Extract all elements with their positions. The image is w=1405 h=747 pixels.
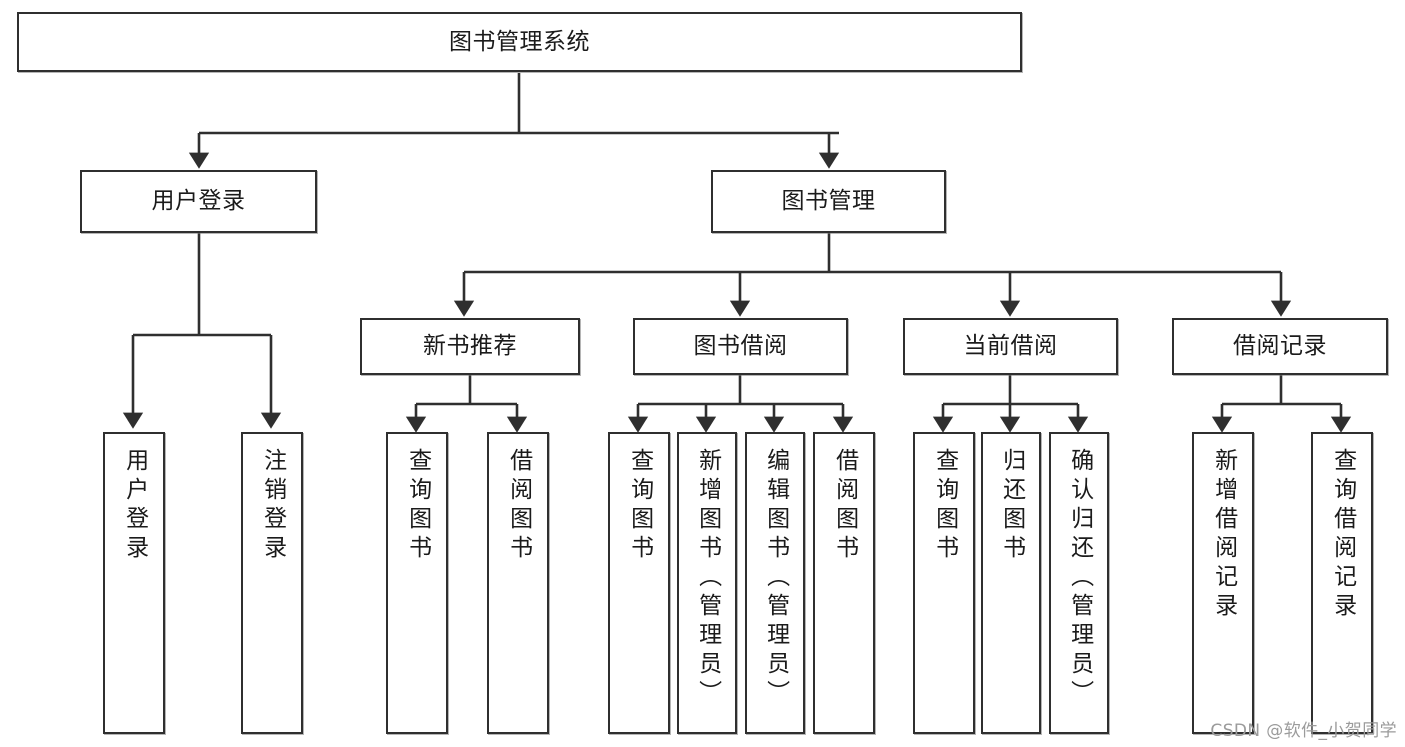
node-new-book-recommend-label: 新书推荐 — [423, 333, 517, 360]
node-book-borrow[interactable]: 图书借阅 — [633, 318, 848, 375]
node-leaf-confirm-return[interactable]: 确认归还（管理员） — [1049, 432, 1109, 734]
node-leaf-borrow-book-1[interactable]: 借阅图书 — [487, 432, 549, 734]
node-leaf-borrow-book-1-label: 借阅图书 — [505, 448, 532, 564]
node-leaf-user-login-label: 用户登录 — [121, 448, 148, 564]
node-leaf-confirm-return-label: 确认归还（管理员） — [1066, 448, 1093, 709]
node-current-borrow-label: 当前借阅 — [963, 333, 1058, 360]
node-leaf-add-book-label: 新增图书（管理员） — [694, 448, 721, 709]
node-current-borrow[interactable]: 当前借阅 — [903, 318, 1118, 375]
watermark-text: CSDN @软件_小贺同学 — [1210, 721, 1397, 741]
node-leaf-edit-book[interactable]: 编辑图书（管理员） — [745, 432, 805, 734]
node-leaf-add-record[interactable]: 新增借阅记录 — [1192, 432, 1254, 734]
node-borrow-record[interactable]: 借阅记录 — [1172, 318, 1388, 375]
node-leaf-add-book[interactable]: 新增图书（管理员） — [677, 432, 737, 734]
node-leaf-query-record[interactable]: 查询借阅记录 — [1311, 432, 1373, 734]
node-user-login[interactable]: 用户登录 — [80, 170, 317, 233]
node-leaf-query-book-1[interactable]: 查询图书 — [386, 432, 448, 734]
node-leaf-return-book-label: 归还图书 — [998, 448, 1025, 564]
node-root-label: 图书管理系统 — [449, 28, 590, 55]
node-leaf-query-book-2[interactable]: 查询图书 — [608, 432, 670, 734]
node-leaf-query-book-3-label: 查询图书 — [931, 448, 958, 564]
node-book-borrow-label: 图书借阅 — [693, 333, 788, 360]
node-leaf-borrow-book-2-label: 借阅图书 — [831, 448, 858, 564]
node-leaf-edit-book-label: 编辑图书（管理员） — [762, 448, 789, 709]
node-leaf-query-book-2-label: 查询图书 — [626, 448, 653, 564]
node-leaf-return-book[interactable]: 归还图书 — [981, 432, 1041, 734]
node-leaf-logout-login-label: 注销登录 — [259, 448, 286, 564]
node-user-login-label: 用户登录 — [151, 188, 246, 215]
node-leaf-query-record-label: 查询借阅记录 — [1329, 448, 1356, 622]
node-borrow-record-label: 借阅记录 — [1233, 333, 1327, 360]
node-root[interactable]: 图书管理系统 — [17, 12, 1022, 72]
node-leaf-user-login[interactable]: 用户登录 — [103, 432, 165, 734]
node-leaf-borrow-book-2[interactable]: 借阅图书 — [813, 432, 875, 734]
node-book-management[interactable]: 图书管理 — [711, 170, 946, 233]
node-leaf-logout-login[interactable]: 注销登录 — [241, 432, 303, 734]
node-leaf-query-book-3[interactable]: 查询图书 — [913, 432, 975, 734]
node-book-management-label: 图书管理 — [781, 188, 876, 215]
node-leaf-query-book-1-label: 查询图书 — [404, 448, 431, 564]
node-leaf-add-record-label: 新增借阅记录 — [1210, 448, 1237, 622]
node-new-book-recommend[interactable]: 新书推荐 — [360, 318, 580, 375]
